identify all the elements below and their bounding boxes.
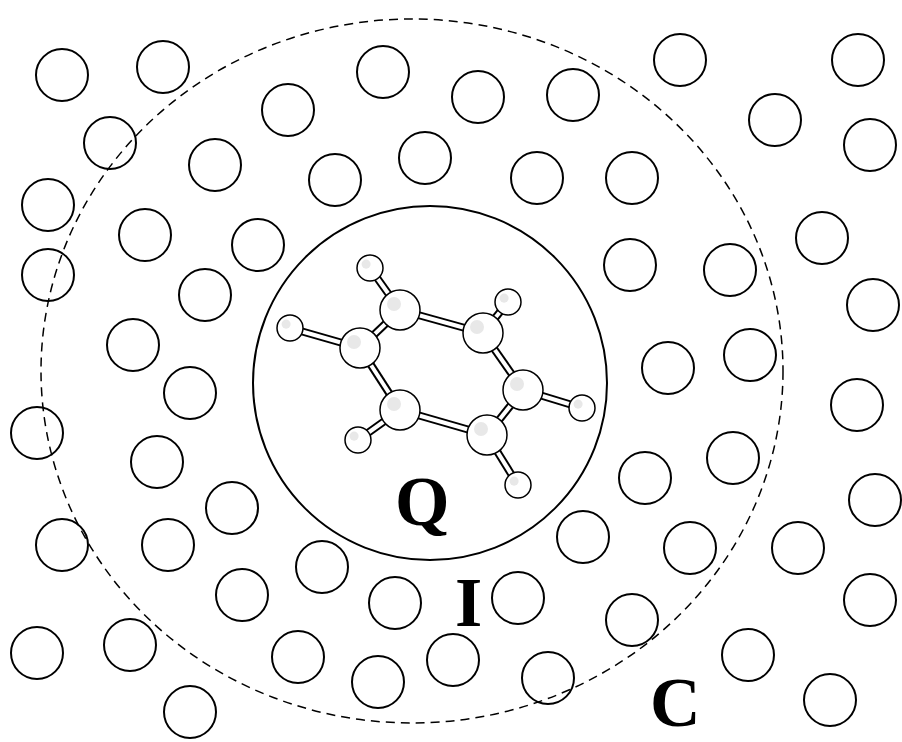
solvent-molecule [722,629,774,681]
solvent-molecule [796,212,848,264]
solvent-molecule [557,511,609,563]
solvent-molecule [804,674,856,726]
solvent-molecule [131,436,183,488]
hydrogen-atom-shine [500,294,509,303]
solvent-molecule [22,249,74,301]
solvent-molecule [849,474,901,526]
solvent-molecule [189,139,241,191]
solvent-molecule [844,119,896,171]
solvent-molecule [492,572,544,624]
benzene-molecule [277,255,595,498]
carbon-atom [467,415,507,455]
carbon-atom-shine [470,320,484,334]
solvent-molecule [262,84,314,136]
solvent-molecule [232,219,284,271]
solvent-molecule [206,482,258,534]
interface-region-outline [40,18,784,724]
solvent-molecule [84,117,136,169]
solvent-molecule [399,132,451,184]
solvent-molecule [844,574,896,626]
solvent-molecule [179,269,231,321]
hydrogen-atom-shine [282,320,291,329]
solvent-molecule [772,522,824,574]
hydrogen-atom [277,315,303,341]
carbon-atom [463,313,503,353]
solvent-molecule [654,34,706,86]
region-label: C [650,668,701,738]
solvent-molecule [704,244,756,296]
solvent-molecule [22,179,74,231]
carbon-atom-shine [347,335,361,349]
carbon-atom [503,370,543,410]
solvent-molecule [832,34,884,86]
solvent-molecule [664,522,716,574]
solvent-molecule [452,71,504,123]
carbon-atom [380,390,420,430]
hydrogen-atom-shine [362,260,371,269]
solvent-molecule [369,577,421,629]
carbon-atom-shine [474,422,488,436]
carbon-atom [340,328,380,368]
carbon-atom-shine [510,377,524,391]
solvent-molecule [606,152,658,204]
solvent-molecule [707,432,759,484]
hydrogen-atom-shine [350,432,359,441]
interface-region: IQ [40,18,784,724]
solvent-molecule [604,239,656,291]
solvent-molecule [831,379,883,431]
solvent-molecule [357,46,409,98]
solvent-molecule [296,541,348,593]
hydrogen-atom-shine [510,477,519,486]
solvent-molecule [216,569,268,621]
solvent-molecule [511,152,563,204]
solvent-molecule [547,69,599,121]
hydrogen-atom-shine [574,400,583,409]
solvent-molecule [119,209,171,261]
solvent-molecule [164,686,216,738]
solvent-molecule [11,627,63,679]
solvent-molecule [352,656,404,708]
solvent-molecules [11,34,901,738]
hydrogen-atom [345,427,371,453]
solvent-molecule [522,652,574,704]
solvent-molecule [11,407,63,459]
region-label: Q [395,467,449,537]
solvent-molecule [272,631,324,683]
hydrogen-atom [569,395,595,421]
region-boundary [253,206,607,560]
solvent-molecule [107,319,159,371]
solvent-molecule [104,619,156,671]
region-boundary [41,19,783,723]
solvent-molecule [724,329,776,381]
solvent-molecule [36,519,88,571]
carbon-atom-shine [387,297,401,311]
quantum-region: Q [252,205,608,561]
solvent-molecule [619,452,671,504]
region-label: I [455,568,482,638]
solvent-molecule [847,279,899,331]
solvent-molecule [164,367,216,419]
hydrogen-atom [505,472,531,498]
solvent-molecule [137,41,189,93]
carbon-atom [380,290,420,330]
solvent-molecule [142,519,194,571]
hydrogen-atom [357,255,383,281]
solvent-molecule [642,342,694,394]
carbon-atom-shine [387,397,401,411]
hydrogen-atom [495,289,521,315]
solvent-molecule [749,94,801,146]
solvent-molecule [606,594,658,646]
solvent-molecule [309,154,361,206]
solvent-molecule [427,634,479,686]
solvent-molecule [36,49,88,101]
